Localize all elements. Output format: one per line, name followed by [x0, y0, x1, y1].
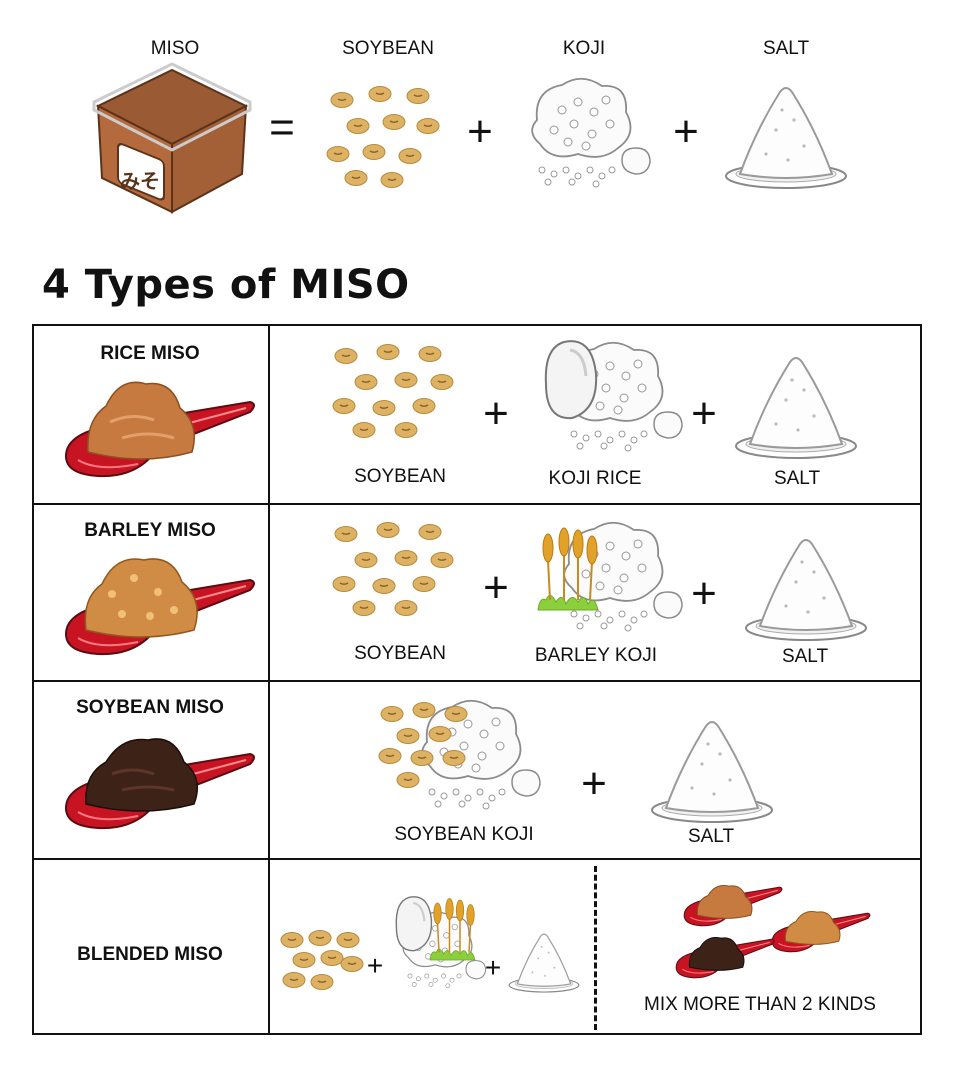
miso-spoon-icon: [65, 738, 255, 830]
miso-spoon-icon: [65, 381, 255, 478]
plus-sign: +: [483, 389, 509, 438]
miso-spoon-icon: [65, 558, 255, 656]
blended-note: MIX MORE THAN 2 KINDS: [644, 994, 876, 1015]
plus-sign: +: [691, 569, 717, 618]
ingredient-label: SOYBEAN: [354, 466, 446, 487]
container-text: みそ: [120, 169, 160, 193]
row-divider: [34, 503, 920, 505]
ingredient-label: KOJI RICE: [548, 468, 642, 489]
plus-sign: +: [581, 759, 607, 808]
dashed-divider: [594, 866, 597, 1030]
koji-rice-icon: [544, 339, 683, 452]
barley-koji-icon: [537, 521, 683, 632]
row-title-blended-miso: BLENDED MISO: [77, 944, 223, 965]
soybean-icon: [332, 521, 454, 617]
row-title-barley-miso: BARLEY MISO: [84, 520, 216, 541]
soybean-icon: [280, 929, 364, 991]
column-divider: [268, 326, 270, 1033]
koji-icon: [531, 77, 651, 188]
ingredient-label: SALT: [773, 468, 821, 489]
salt-icon: [745, 539, 867, 641]
ingredient-label: SOYBEAN: [354, 643, 446, 664]
plus-sign: +: [691, 389, 717, 438]
page-title: 4 Types of MISO: [42, 262, 410, 308]
ingredient-label: SOYBEAN KOJI: [394, 824, 534, 845]
plus-sign: +: [467, 107, 493, 156]
ingredient-label: SALT: [781, 646, 829, 667]
row-divider: [34, 680, 920, 682]
plus-sign: +: [483, 563, 509, 612]
blended-miso-spoons-icon: [675, 885, 871, 979]
soybean-label: SOYBEAN: [342, 38, 434, 59]
ingredient-label: SALT: [687, 826, 735, 847]
salt-icon: [651, 721, 773, 823]
salt-icon: [725, 87, 847, 189]
equals-sign: =: [269, 103, 295, 152]
rice-barley-koji-icon: [395, 895, 487, 989]
row-title-rice-miso: RICE MISO: [100, 343, 200, 364]
soybean-icon: [326, 85, 440, 189]
row-divider: [34, 858, 920, 860]
ingredient-label: BARLEY KOJI: [534, 645, 658, 666]
koji-label: KOJI: [562, 38, 606, 59]
soybean-icon: [332, 343, 454, 439]
soybean-koji-icon: [378, 699, 541, 810]
plus-sign: +: [366, 950, 384, 981]
salt-icon: [735, 357, 857, 459]
salt-label: SALT: [762, 38, 810, 59]
miso-label: MISO: [150, 38, 200, 59]
miso-types-table: [32, 324, 922, 1035]
plus-sign: +: [673, 107, 699, 156]
salt-icon: [508, 933, 580, 993]
plus-sign: +: [484, 952, 502, 983]
miso-container-icon: みそ: [92, 62, 252, 214]
row-title-soybean-miso: SOYBEAN MISO: [76, 697, 224, 718]
